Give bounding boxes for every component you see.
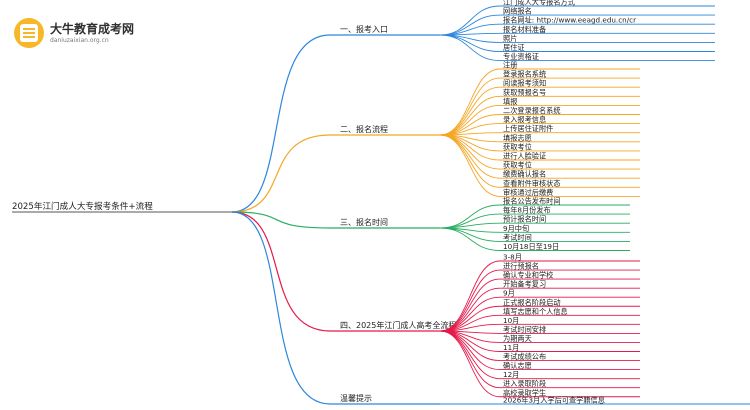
leaf-label: 照片 — [503, 34, 517, 43]
leaf-label: 录入报考信息 — [503, 115, 546, 124]
leaf-connector — [439, 330, 501, 398]
leaf-label: 报名网址: http://www.eeagd.edu.cn/cr — [503, 16, 636, 25]
leaf-connector — [439, 34, 501, 62]
branch-label: 三、报名时间 — [340, 217, 388, 227]
leaf-label: 进行人脸验证 — [503, 152, 546, 161]
leaf-label: 考试时间安排 — [503, 325, 546, 334]
leaf-label: 填写志愿和个人信息 — [503, 307, 568, 316]
leaf-label: 2026年3月入学后可查学籍信息 — [503, 396, 605, 405]
leaf-label: 报名公告发布时间 — [503, 197, 561, 206]
leaf-label: 10月18日至19日 — [503, 242, 559, 251]
leaf-label: 网络报名 — [503, 7, 532, 16]
leaf-connector — [439, 14, 501, 36]
leaf-label: 获取考位 — [503, 142, 532, 151]
leaf-label: 阅读报考须知 — [503, 79, 546, 88]
leaf-connector — [439, 330, 501, 352]
branch-connector — [231, 211, 331, 229]
leaf-label: 填报志愿 — [503, 133, 532, 142]
leaf-connector — [439, 104, 501, 136]
leaf-label: 报名材料准备 — [503, 25, 546, 34]
leaf-label: 考试时间 — [503, 233, 532, 242]
root-topic: 2025年江门成人大专报考条件+流程 — [12, 200, 153, 212]
leaf-label: 进行预报名 — [503, 262, 539, 271]
leaf-label: 缴费确认报名 — [503, 170, 546, 179]
leaf-label: 获取预报名号 — [503, 88, 546, 97]
leaf-label: 进入录取阶段 — [503, 379, 546, 388]
leaf-connector — [439, 330, 501, 380]
leaf-label: 查看附件审核状态 — [503, 179, 561, 188]
leaf-label: 每年8月份发布 — [503, 206, 551, 215]
leaf-label: 专业资格证 — [503, 52, 539, 61]
leaf-label: 填报 — [503, 97, 517, 106]
leaf-connector — [439, 68, 501, 136]
leaf-label: 10月 — [503, 316, 519, 325]
branch-label: 温馨提示 — [340, 393, 372, 403]
leaf-label: 预计报名时间 — [503, 215, 546, 224]
leaf-label: 考试成绩公布 — [503, 352, 546, 361]
leaf-connector — [439, 34, 501, 52]
leaf-label: 11月 — [503, 343, 519, 352]
leaf-label: 正式报名阶段启动 — [503, 298, 561, 307]
leaf-label: 审核通过后缴费 — [503, 188, 553, 197]
leaf-label: 为期两天 — [503, 334, 532, 343]
leaf-label: 江门成人大专报名方式 — [503, 0, 575, 7]
leaf-connector — [439, 227, 501, 251]
leaf-connector — [439, 204, 501, 229]
branch-label: 四、2025年江门成人高考全流程 — [340, 320, 456, 330]
logo-url: daniuzaixian.org.cn — [50, 37, 109, 44]
branch-connector — [231, 134, 331, 213]
leaf-label: 注册 — [503, 61, 517, 70]
leaf-label: 高校录取学生 — [503, 388, 546, 397]
leaf-connector — [439, 5, 501, 36]
leaf-label: 3-8月 — [503, 253, 522, 262]
leaf-label: 二次登录报名系统 — [503, 106, 561, 115]
leaf-label: 9月 — [503, 289, 515, 298]
leaf-label: 开始备考复习 — [503, 280, 546, 289]
leaf-connector — [439, 86, 501, 136]
branch-label: 二、报名流程 — [340, 124, 388, 134]
leaf-connector — [439, 134, 501, 197]
leaf-label: 9月中旬 — [503, 224, 529, 233]
leaf-label: 确认志愿 — [503, 361, 532, 370]
leaf-connector — [439, 260, 501, 332]
leaf-label: 登录报名系统 — [503, 70, 546, 79]
logo-title: 大牛教育成考网 — [50, 22, 135, 36]
leaf-connector — [439, 114, 501, 136]
leaf-label: 确认专业和学校 — [503, 271, 553, 280]
logo-icon — [14, 18, 44, 48]
branch-connector — [231, 211, 331, 405]
branch-connector — [231, 211, 331, 332]
branch-label: 一、报考入口 — [340, 24, 388, 34]
leaf-label: 12月 — [503, 370, 519, 379]
branch-connector — [231, 34, 331, 213]
leaf-label: 上传居住证附件 — [503, 124, 553, 133]
leaf-connector — [439, 134, 501, 170]
leaf-label: 获取考位 — [503, 161, 532, 170]
leaf-label: 居住证 — [503, 43, 525, 52]
leaf-connector — [439, 330, 501, 361]
